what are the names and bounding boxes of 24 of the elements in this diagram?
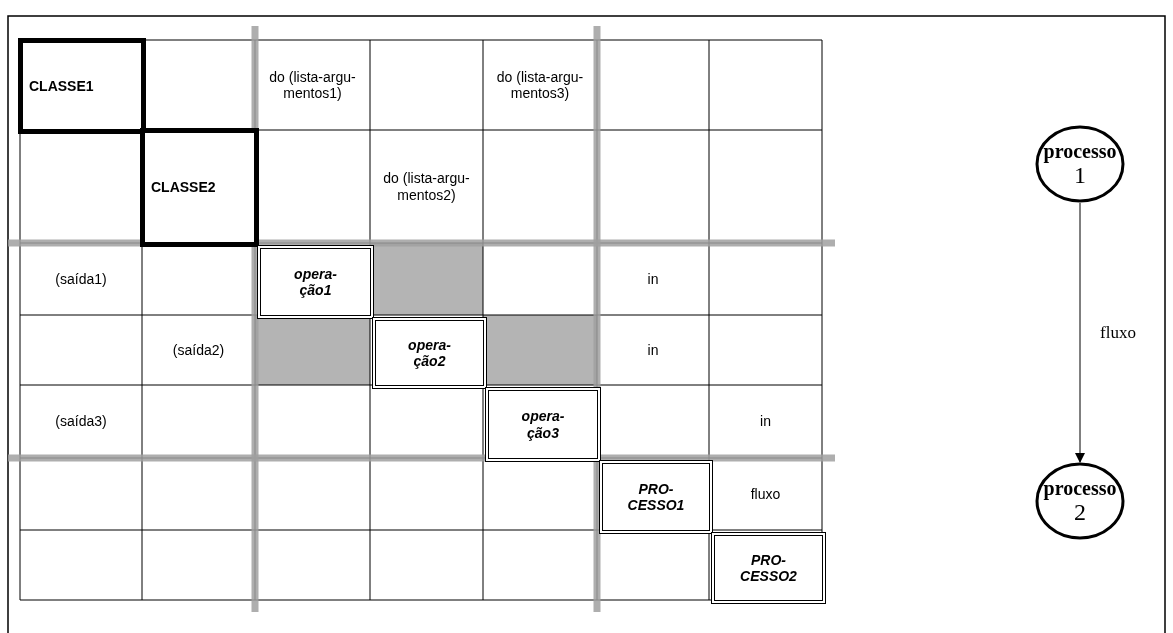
matrix-entry: in bbox=[759, 413, 772, 430]
process-ellipse bbox=[1035, 462, 1125, 540]
node-number: 1 bbox=[1074, 161, 1086, 189]
process-ellipse bbox=[1035, 125, 1125, 203]
matrix-entry: (saída2) bbox=[171, 341, 226, 359]
node-title: processo bbox=[1043, 139, 1117, 162]
node-number: 2 bbox=[1074, 498, 1086, 526]
operation-box: opera-ção3 bbox=[485, 387, 601, 462]
class-box: CLASSE2 bbox=[140, 128, 259, 247]
matrix-entry: fluxo bbox=[749, 485, 782, 503]
matrix-entry: (saída3) bbox=[54, 413, 108, 430]
matrix-entry: in bbox=[646, 341, 660, 359]
node-title: processo bbox=[1043, 476, 1117, 499]
matrix-entry: (saída1) bbox=[54, 270, 108, 288]
matrix-entry: do (lista-argu-mentos1) bbox=[268, 68, 357, 102]
matrix-entry: do (lista-argu-mentos3) bbox=[495, 68, 585, 102]
matrix-entry: in bbox=[646, 270, 660, 288]
operation-box: PRO-CESSO2 bbox=[711, 532, 826, 604]
class-box: CLASSE1 bbox=[18, 38, 146, 134]
operation-box: opera-ção1 bbox=[257, 245, 374, 319]
operation-box: opera-ção2 bbox=[372, 317, 487, 389]
arrow bbox=[1075, 202, 1085, 463]
operation-box: PRO-CESSO1 bbox=[599, 460, 713, 534]
matrix-entry: do (lista-argu-mentos2) bbox=[382, 170, 471, 203]
